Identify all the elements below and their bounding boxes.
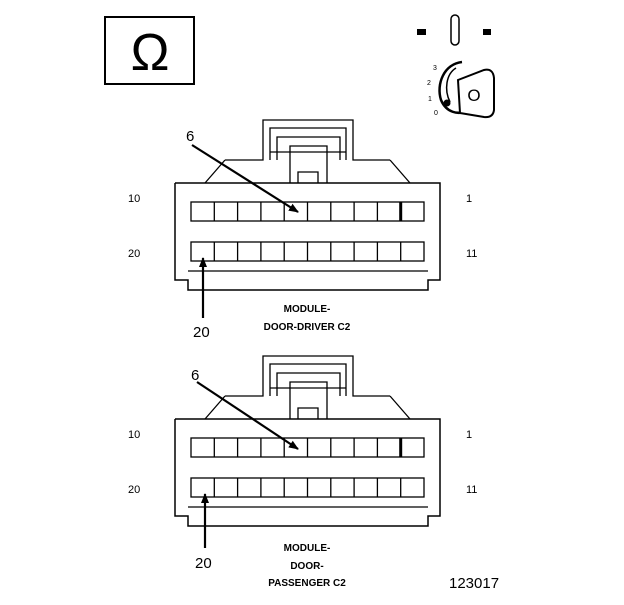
connector-latch [389, 395, 411, 420]
callout-label-upper: 6 [191, 367, 199, 384]
figure-id: 123017 [449, 575, 499, 592]
pin-label-top-left: 10 [128, 193, 140, 205]
pin-label-top-right: 1 [466, 193, 472, 205]
pin-label-top-right: 1 [466, 429, 472, 441]
connector-latch [289, 381, 328, 419]
connector-latch [225, 119, 390, 161]
connector-latch [289, 145, 328, 183]
connector-latch [225, 355, 390, 397]
pin-label-bottom-right: 11 [466, 248, 477, 260]
connector-driver: 10 1 20 11 6 20 MODULE- DOOR-DRIVER C2 [128, 119, 477, 341]
connector-latch [204, 395, 226, 420]
callout-label-upper: 6 [186, 128, 194, 145]
omega-icon: Ω [131, 24, 170, 82]
ignition-key-icon: 3 2 1 0 O [417, 14, 495, 119]
pin-label-bottom-left: 20 [128, 248, 140, 260]
callout-label-lower: 20 [195, 555, 212, 572]
key-position-label: 3 [433, 65, 437, 72]
ignition-symbol: Ω [104, 16, 195, 85]
pin-label-top-left: 10 [128, 429, 140, 441]
connector-caption: DOOR- [290, 561, 323, 572]
connector-latch [297, 407, 319, 419]
connector-caption: MODULE- [284, 543, 331, 554]
callout-arrow-upper [191, 144, 299, 213]
connector-housing [174, 182, 441, 291]
pin-label-bottom-right: 11 [466, 484, 477, 496]
connector-latch [389, 159, 411, 184]
connector-caption: MODULE- [284, 304, 331, 315]
pin-label-bottom-left: 20 [128, 484, 140, 496]
connector-latch [276, 372, 341, 396]
connector-latch [276, 136, 341, 160]
connector-caption: PASSENGER C2 [268, 578, 346, 589]
callout-label-lower: 20 [193, 324, 210, 341]
connector-housing [174, 418, 441, 527]
connector-caption: DOOR-DRIVER C2 [264, 322, 351, 333]
connector-latch [297, 171, 319, 183]
callout-arrow-upper [196, 381, 299, 450]
key-letter: O [467, 86, 480, 105]
connector-latch [269, 127, 347, 160]
key-position-label: 2 [427, 80, 431, 87]
key-position-label: 1 [428, 96, 432, 103]
connector-passenger: 10 1 20 11 6 20 MODULE- DOOR- PASSENGER … [128, 355, 477, 589]
connector-latch [269, 363, 347, 396]
key-position-label: 0 [434, 110, 438, 117]
